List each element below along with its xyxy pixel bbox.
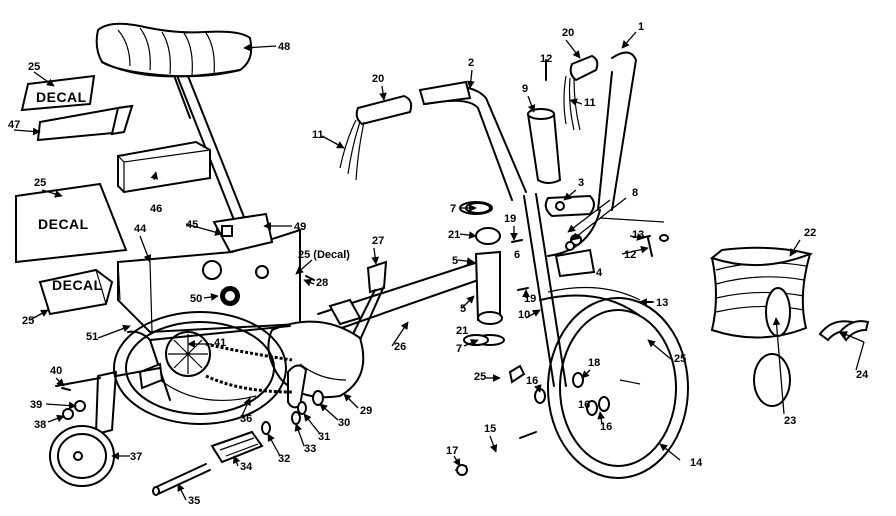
svg-text:14: 14 <box>690 457 703 469</box>
basket-brackets <box>818 320 870 342</box>
stem-clamp <box>544 194 665 278</box>
svg-text:15: 15 <box>484 423 496 435</box>
svg-text:25: 25 <box>674 353 686 365</box>
streamers-left <box>339 119 365 181</box>
decal-text-top: DECAL <box>36 89 87 105</box>
svg-text:7: 7 <box>450 203 456 215</box>
seat <box>95 22 253 119</box>
svg-text:41: 41 <box>214 337 226 349</box>
svg-text:5: 5 <box>460 303 466 315</box>
svg-text:46: 46 <box>150 203 162 215</box>
svg-text:16: 16 <box>578 399 590 411</box>
handlebar-right <box>547 51 637 257</box>
svg-text:47: 47 <box>8 119 20 131</box>
decal-plate-top <box>20 74 134 142</box>
decal-note: 25 (Decal) <box>298 249 350 261</box>
svg-text:28: 28 <box>316 277 328 289</box>
svg-text:6: 6 <box>514 249 520 261</box>
svg-text:30: 30 <box>338 417 350 429</box>
decal-text-mid: DECAL <box>38 216 89 232</box>
svg-text:12: 12 <box>540 53 552 65</box>
svg-text:34: 34 <box>240 461 253 473</box>
svg-text:24: 24 <box>856 369 869 381</box>
svg-text:26: 26 <box>394 341 406 353</box>
svg-text:13: 13 <box>632 229 644 241</box>
decal-plate-mid <box>15 182 128 264</box>
svg-text:20: 20 <box>372 73 384 85</box>
svg-text:20: 20 <box>562 27 574 39</box>
svg-text:22: 22 <box>804 227 816 239</box>
decal-plate-low <box>38 268 114 316</box>
svg-text:3: 3 <box>578 177 584 189</box>
leader-lines <box>13 31 865 501</box>
svg-text:45: 45 <box>186 219 198 231</box>
pedal-axle <box>152 463 211 496</box>
svg-text:33: 33 <box>304 443 316 455</box>
basket <box>709 246 814 339</box>
grip-left <box>355 94 413 126</box>
svg-text:2: 2 <box>468 57 474 69</box>
front-wheel <box>547 297 689 479</box>
svg-text:16: 16 <box>526 375 538 387</box>
svg-text:11: 11 <box>584 97 596 109</box>
svg-text:7: 7 <box>456 343 462 355</box>
svg-text:25: 25 <box>22 315 34 327</box>
svg-text:16: 16 <box>600 421 612 433</box>
svg-text:27: 27 <box>372 235 384 247</box>
crank-washers <box>261 390 324 435</box>
svg-text:37: 37 <box>130 451 142 463</box>
handlebar-left <box>418 80 527 201</box>
svg-text:23: 23 <box>784 415 796 427</box>
svg-text:10: 10 <box>518 309 530 321</box>
front-fork <box>523 193 641 387</box>
crank-guard <box>267 320 365 409</box>
svg-text:25: 25 <box>34 177 46 189</box>
svg-text:49: 49 <box>294 221 306 233</box>
rear-wheel <box>113 311 287 425</box>
grommet <box>220 286 240 306</box>
decal-text-low: DECAL <box>52 277 103 293</box>
svg-text:13: 13 <box>656 297 668 309</box>
svg-text:35: 35 <box>188 495 200 507</box>
head-tube <box>459 201 505 346</box>
handlebar-stem <box>526 108 562 184</box>
svg-text:29: 29 <box>360 405 372 417</box>
svg-text:8: 8 <box>632 187 638 199</box>
seat-clamp <box>349 260 388 341</box>
svg-text:17: 17 <box>446 445 458 457</box>
down-tube <box>317 261 485 333</box>
training-wheel <box>49 425 115 487</box>
svg-text:40: 40 <box>50 365 62 377</box>
svg-text:21: 21 <box>448 229 460 241</box>
svg-text:51: 51 <box>86 331 98 343</box>
svg-text:5: 5 <box>452 255 458 267</box>
pedal <box>210 430 264 464</box>
svg-text:18: 18 <box>588 357 600 369</box>
svg-text:32: 32 <box>278 453 290 465</box>
callout-labels: DECAL DECAL DECAL 25 (Decal) 1 2 3 4 5 6… <box>8 21 869 507</box>
svg-text:39: 39 <box>30 399 42 411</box>
svg-text:25: 25 <box>474 371 486 383</box>
svg-text:31: 31 <box>318 431 330 443</box>
svg-text:21: 21 <box>456 325 468 337</box>
svg-text:25: 25 <box>28 61 40 73</box>
svg-text:9: 9 <box>522 83 528 95</box>
svg-text:36: 36 <box>240 413 252 425</box>
svg-text:1: 1 <box>638 21 644 33</box>
svg-text:38: 38 <box>34 419 46 431</box>
svg-text:11: 11 <box>312 129 324 141</box>
svg-text:50: 50 <box>190 293 202 305</box>
chain <box>205 342 293 394</box>
svg-text:4: 4 <box>596 267 603 279</box>
svg-text:48: 48 <box>278 41 290 53</box>
svg-text:44: 44 <box>134 223 147 235</box>
grip-right <box>569 54 599 82</box>
frame-cover-block <box>117 140 211 194</box>
svg-text:19: 19 <box>504 213 516 225</box>
